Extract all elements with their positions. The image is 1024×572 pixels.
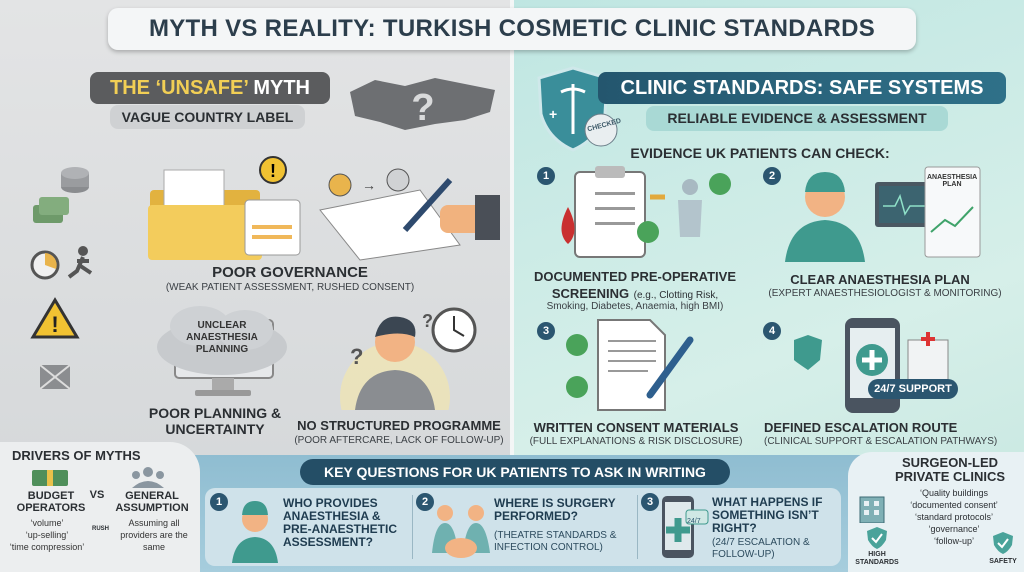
rush-label: RUSH bbox=[92, 526, 110, 532]
drivers-icons bbox=[32, 467, 164, 488]
evidence-detail-2: (EXPERT ANAESTHESIOLOGIST & MONITORING) bbox=[768, 288, 1002, 299]
question-2: WHERE IS SURGERY PERFORMED? bbox=[494, 496, 616, 523]
budget-terms: ‘volume’ ‘up-selling’ ‘time compression’ bbox=[3, 517, 91, 553]
term: ‘standard protocols’ bbox=[914, 512, 994, 522]
standards-heading: CLINIC STANDARDS: SAFE SYSTEMS bbox=[598, 72, 1006, 104]
term: ‘follow-up’ bbox=[933, 536, 975, 546]
myth-heading-highlight: THE ‘UNSAFE’ bbox=[109, 77, 248, 99]
caduceus-shield-icon: + bbox=[537, 66, 618, 152]
assumption-text: Assuming all providers are the same bbox=[120, 518, 188, 552]
evidence-number-3: 3 bbox=[537, 322, 555, 340]
key-questions-cards bbox=[205, 488, 841, 566]
turkey-map-icon: ? bbox=[350, 78, 495, 130]
surgeons-handwashing-icon bbox=[432, 505, 490, 558]
cloud-text: UNCLEAR ANAESTHESIA PLANNING bbox=[186, 320, 258, 355]
myth-heading-rest: MYTH bbox=[247, 77, 310, 99]
general-assumption-title: GENERAL ASSUMPTION bbox=[115, 490, 189, 514]
evidence-title-1: DOCUMENTED PRE-OPERATIVE bbox=[534, 269, 736, 284]
term: ‘governance’ bbox=[928, 524, 980, 534]
svg-text:?: ? bbox=[350, 344, 363, 369]
vs-label: VS bbox=[89, 489, 105, 501]
question-number-2: 2 bbox=[416, 493, 434, 511]
term: ‘up-selling’ bbox=[25, 530, 69, 540]
separator bbox=[637, 495, 638, 559]
safety-shield-icon bbox=[993, 532, 1013, 554]
evidence-number-1: 1 bbox=[537, 167, 555, 185]
programme-title: NO STRUCTURED PROGRAMME bbox=[297, 418, 501, 433]
high-standards-shield-icon bbox=[867, 527, 887, 549]
phone-support-icon bbox=[662, 496, 709, 558]
drivers-panel bbox=[0, 442, 200, 572]
svg-text:!: ! bbox=[270, 161, 276, 181]
anaesthetist-monitor-icon bbox=[785, 166, 981, 262]
governance-detail: (WEAK PATIENT ASSESSMENT, RUSHED CONSENT… bbox=[165, 282, 415, 293]
separator bbox=[412, 495, 413, 559]
svg-text:→: → bbox=[362, 177, 376, 193]
escalation-phone-icon bbox=[794, 318, 949, 413]
high-standards-label: HIGH STANDARDS bbox=[855, 551, 899, 566]
question-2-detail: (THEATRE STANDARDS & INFECTION CONTROL) bbox=[494, 530, 617, 553]
evidence-title-4: DEFINED ESCALATION ROUTE bbox=[764, 420, 958, 435]
evidence-heading: EVIDENCE UK PATIENTS CAN CHECK: bbox=[630, 145, 890, 161]
safety-label: SAFETY bbox=[989, 558, 1017, 565]
evidence-number-2: 2 bbox=[763, 167, 781, 185]
evidence-detail-1b: Smoking, Diabetes, Anaemia, high BMI) bbox=[546, 301, 724, 312]
question-3-detail: (24/7 ESCALATION & FOLLOW-UP) bbox=[712, 537, 810, 560]
divider bbox=[510, 0, 514, 460]
surgeon-heading: SURGEON-LED PRIVATE CLINICS bbox=[894, 455, 1006, 484]
page-title: MYTH VS REALITY: TURKISH COSMETIC CLINIC… bbox=[108, 8, 916, 50]
anaesthetist-icon bbox=[232, 501, 278, 563]
building-icon bbox=[859, 496, 885, 523]
budget-operators-title: BUDGET OPERATORS bbox=[16, 490, 86, 514]
question-number-1: 1 bbox=[210, 493, 228, 511]
evidence-title-2: CLEAR ANAESTHESIA PLAN bbox=[790, 272, 970, 287]
svg-text:?: ? bbox=[411, 87, 434, 129]
programme-detail: (POOR AFTERCARE, LACK OF FOLLOW-UP) bbox=[294, 435, 504, 446]
evidence-title-1b: SCREENING bbox=[551, 286, 630, 301]
question-number-3: 3 bbox=[641, 493, 659, 511]
anaesthesia-plan-doc-label: ANAESTHESIA PLAN bbox=[927, 174, 978, 188]
phone-badge: 24/7 bbox=[687, 518, 701, 525]
myth-drivers-icons: ! bbox=[30, 167, 93, 390]
evidence-number-4: 4 bbox=[763, 322, 781, 340]
evidence-title-3: WRITTEN CONSENT MATERIALS bbox=[533, 420, 739, 435]
standards-subtitle: RELIABLE EVIDENCE & ASSESSMENT bbox=[646, 106, 948, 131]
screening-clipboard-icon bbox=[561, 166, 731, 258]
question-3: WHAT HAPPENS IF SOMETHING ISN’T RIGHT? bbox=[712, 495, 823, 535]
key-questions-heading: KEY QUESTIONS FOR UK PATIENTS TO ASK IN … bbox=[300, 459, 730, 485]
drivers-heading: DRIVERS OF MYTHS bbox=[12, 448, 141, 463]
svg-text:?: ? bbox=[422, 311, 433, 331]
surgeon-terms: ‘Quality buildings ‘documented consent’ ‘s… bbox=[886, 487, 1022, 547]
term: ‘documented consent’ bbox=[910, 500, 998, 510]
support-badge: 24/7 SUPPORT bbox=[868, 379, 958, 399]
governance-title: POOR GOVERNANCE bbox=[212, 264, 368, 281]
confused-person-icon: ?? bbox=[340, 307, 477, 410]
term: ‘volume’ bbox=[30, 518, 64, 528]
term: ‘Quality buildings bbox=[919, 488, 989, 498]
term: ‘time compression’ bbox=[9, 542, 85, 552]
unclear-planning-monitor-icon bbox=[157, 306, 287, 396]
svg-text:+: + bbox=[549, 106, 557, 122]
svg-text:!: ! bbox=[51, 312, 58, 337]
planning-title: POOR PLANNING & UNCERTAINTY bbox=[148, 405, 282, 437]
evidence-detail-4: (CLINICAL SUPPORT & ESCALATION PATHWAYS) bbox=[764, 436, 998, 447]
consent-document-pen-icon bbox=[566, 319, 694, 411]
evidence-detail-1: (e.g., Clotting Risk, bbox=[633, 290, 719, 301]
myth-subtitle: VAGUE COUNTRY LABEL bbox=[110, 105, 305, 129]
question-1: WHO PROVIDES ANAESTHESIA & PRE-ANAESTHET… bbox=[283, 496, 398, 549]
evidence-detail-3: (FULL EXPLANATIONS & RISK DISCLOSURE) bbox=[529, 436, 743, 447]
myth-heading: THE ‘UNSAFE’ MYTH bbox=[90, 72, 330, 104]
governance-illustration: ! → bbox=[148, 156, 500, 261]
